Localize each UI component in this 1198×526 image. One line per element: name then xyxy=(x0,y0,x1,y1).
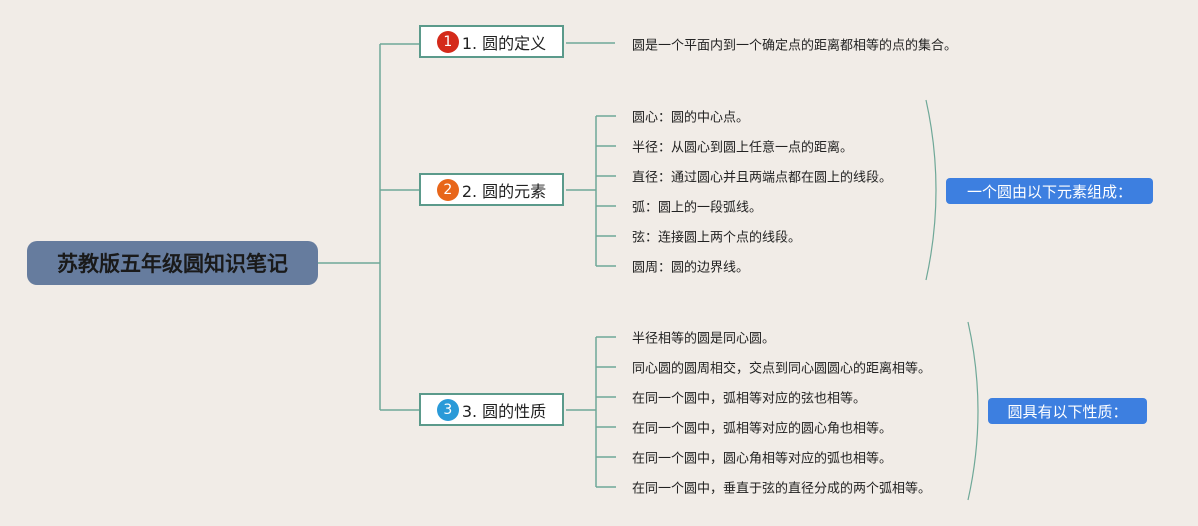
leaf-topic[interactable]: 弧：圆上的一段弧线。 xyxy=(632,200,763,216)
leaf-topic[interactable]: 在同一个圆中，弧相等对应的弦也相等。 xyxy=(632,391,867,407)
root-topic[interactable]: 苏教版五年级圆知识笔记 xyxy=(27,241,318,285)
leaf-topic[interactable]: 半径相等的圆是同心圆。 xyxy=(632,331,776,347)
branch-label: 2. 圆的元素 xyxy=(461,181,547,201)
leaf-topic[interactable]: 在同一个圆中，垂直于弦的直径分成的两个弧相等。 xyxy=(632,481,932,497)
leaf-topic[interactable]: 在同一个圆中，圆心角相等对应的弧也相等。 xyxy=(632,451,893,467)
leaf-topic[interactable]: 在同一个圆中，弧相等对应的圆心角也相等。 xyxy=(632,421,893,437)
summary-label: 一个圆由以下元素组成： xyxy=(966,182,1132,201)
leaf-topic[interactable]: 半径：从圆心到圆上任意一点的距离。 xyxy=(632,140,854,156)
branch-label: 3. 圆的性质 xyxy=(461,401,547,421)
number-1-icon: 1 xyxy=(436,30,459,53)
leaf-topic[interactable]: 同心圆的圆周相交，交点到同心圆圆心的距离相等。 xyxy=(632,361,932,377)
leaf-topic[interactable]: 直径：通过圆心并且两端点都在圆上的线段。 xyxy=(632,170,893,186)
summary-label: 圆具有以下性质： xyxy=(1007,402,1128,421)
branch-properties[interactable]: 3 3. 圆的性质 xyxy=(419,393,564,426)
branch-definition[interactable]: 1 1. 圆的定义 xyxy=(419,25,564,58)
leaf-topic[interactable]: 圆周：圆的边界线。 xyxy=(632,260,750,276)
leaf-topic[interactable]: 圆是一个平面内到一个确定点的距离都相等的点的集合。 xyxy=(632,38,958,54)
leaf-topic[interactable]: 弦：连接圆上两个点的线段。 xyxy=(632,230,802,246)
number-3-icon: 3 xyxy=(436,398,459,421)
leaf-topic[interactable]: 圆心：圆的中心点。 xyxy=(632,110,750,126)
branch-label: 1. 圆的定义 xyxy=(461,33,547,53)
number-2-icon: 2 xyxy=(436,178,459,201)
branch-elements[interactable]: 2 2. 圆的元素 xyxy=(419,173,564,206)
summary-elements[interactable]: 一个圆由以下元素组成： xyxy=(946,178,1153,204)
summary-properties[interactable]: 圆具有以下性质： xyxy=(988,398,1147,424)
root-title: 苏教版五年级圆知识笔记 xyxy=(57,252,288,276)
